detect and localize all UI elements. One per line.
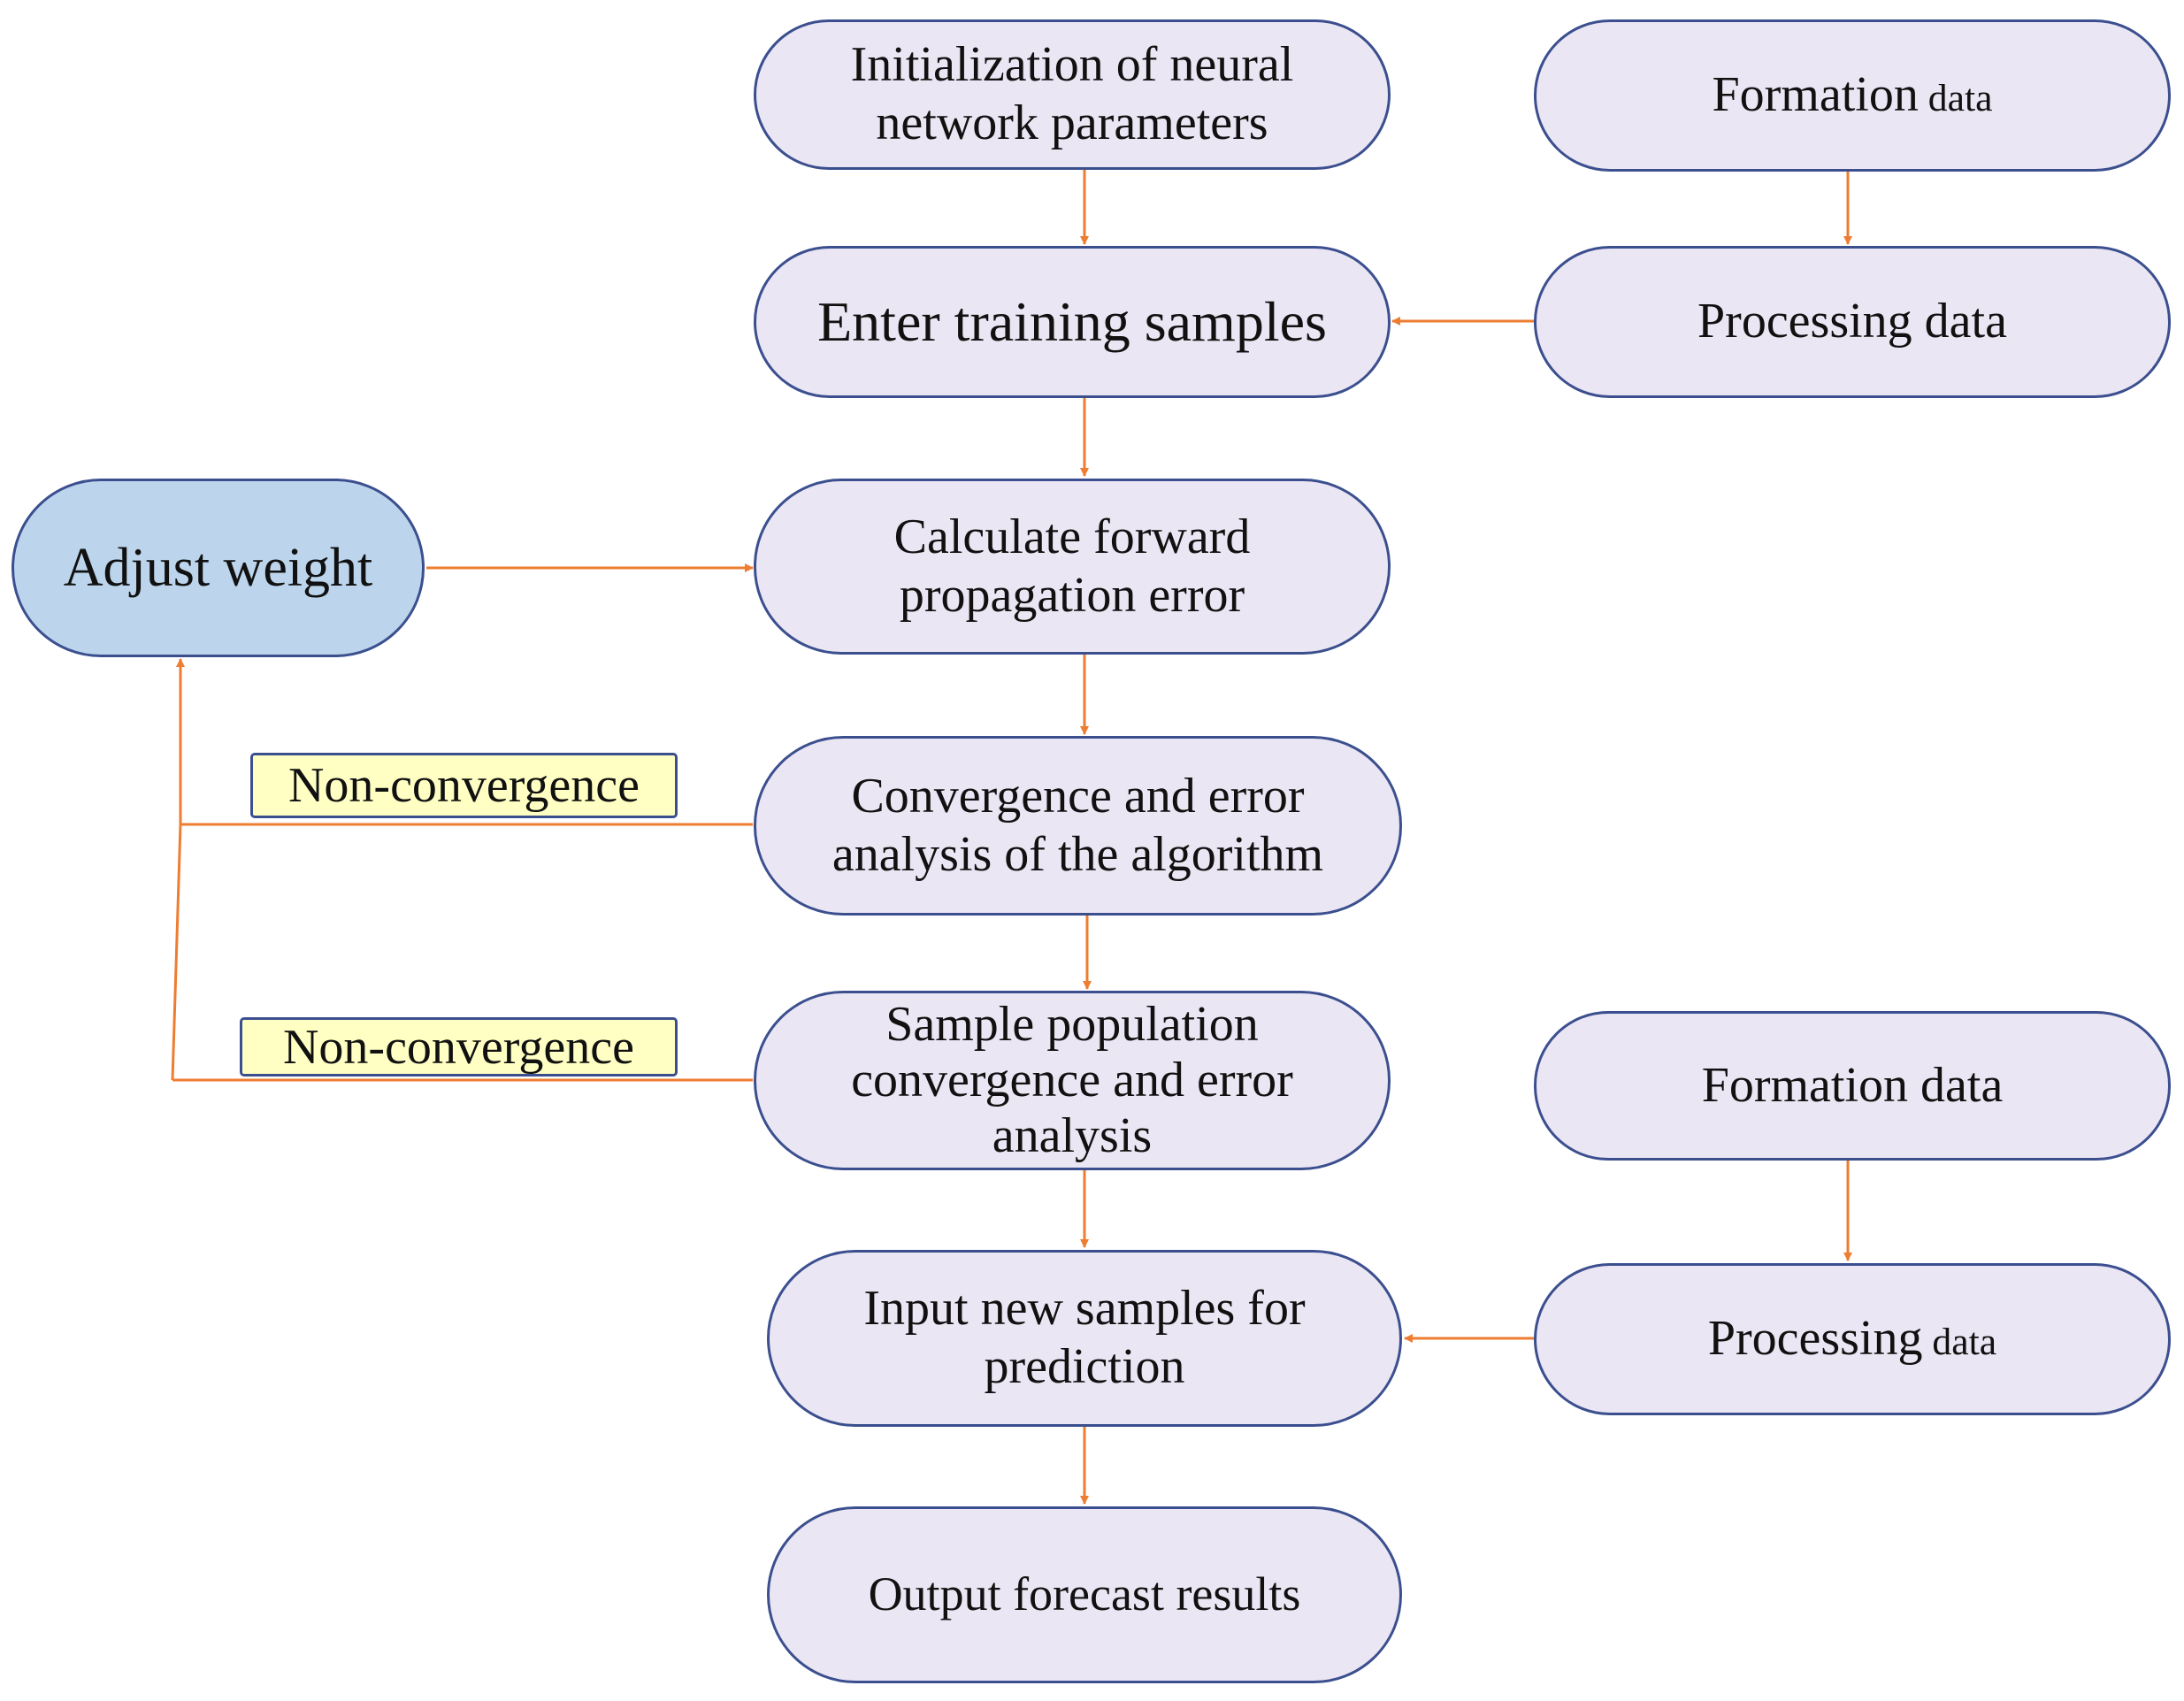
init-params-label: Initialization of neural network paramet… bbox=[850, 37, 1294, 150]
non-convergence-text-1: Non-convergence bbox=[287, 758, 640, 813]
sample-population-node: Sample population convergence and error … bbox=[754, 991, 1391, 1170]
processing-data-label-2: Processing data bbox=[1707, 1311, 1997, 1367]
processing-data-label-1: Processing data bbox=[1697, 294, 2007, 349]
enter-training-samples-node: Enter training samples bbox=[754, 246, 1391, 398]
non-convergence-text-2: Non-convergence bbox=[282, 1019, 634, 1075]
enter-training-samples-label: Enter training samples bbox=[817, 289, 1327, 353]
formation-data-node-2: Formation data bbox=[1534, 1011, 2171, 1161]
feedback-up-arrow bbox=[171, 658, 185, 1081]
processing-data-node-1: Processing data bbox=[1534, 246, 2171, 398]
adjust-weight-node: Adjust weight bbox=[11, 479, 425, 657]
input-new-samples-label: Input new samples for prediction bbox=[863, 1281, 1306, 1394]
output-forecast-results-node: Output forecast results bbox=[767, 1506, 1402, 1683]
formation-data-label-2: Formation data bbox=[1701, 1057, 2004, 1113]
processing-data-node-2: Processing data bbox=[1534, 1263, 2171, 1415]
forward-propagation-error-node: Calculate forward propagation error bbox=[754, 479, 1391, 655]
formation-data-label-1: Formation data bbox=[1712, 67, 1993, 123]
sample-population-label: Sample population convergence and error … bbox=[851, 997, 1293, 1163]
forward-propagation-error-label: Calculate forward propagation error bbox=[893, 509, 1251, 623]
input-new-samples-node: Input new samples for prediction bbox=[767, 1250, 1402, 1427]
convergence-algorithm-node: Convergence and error analysis of the al… bbox=[754, 736, 1402, 916]
adjust-weight-label: Adjust weight bbox=[63, 537, 373, 598]
convergence-algorithm-label: Convergence and error analysis of the al… bbox=[831, 768, 1324, 882]
non-convergence-label-2: Non-convergence bbox=[240, 1017, 678, 1077]
non-convergence-label-1: Non-convergence bbox=[250, 753, 678, 818]
formation-data-node-1: Formation data bbox=[1534, 19, 2171, 172]
init-params-node: Initialization of neural network paramet… bbox=[754, 19, 1391, 170]
output-forecast-results-label: Output forecast results bbox=[868, 1567, 1301, 1621]
